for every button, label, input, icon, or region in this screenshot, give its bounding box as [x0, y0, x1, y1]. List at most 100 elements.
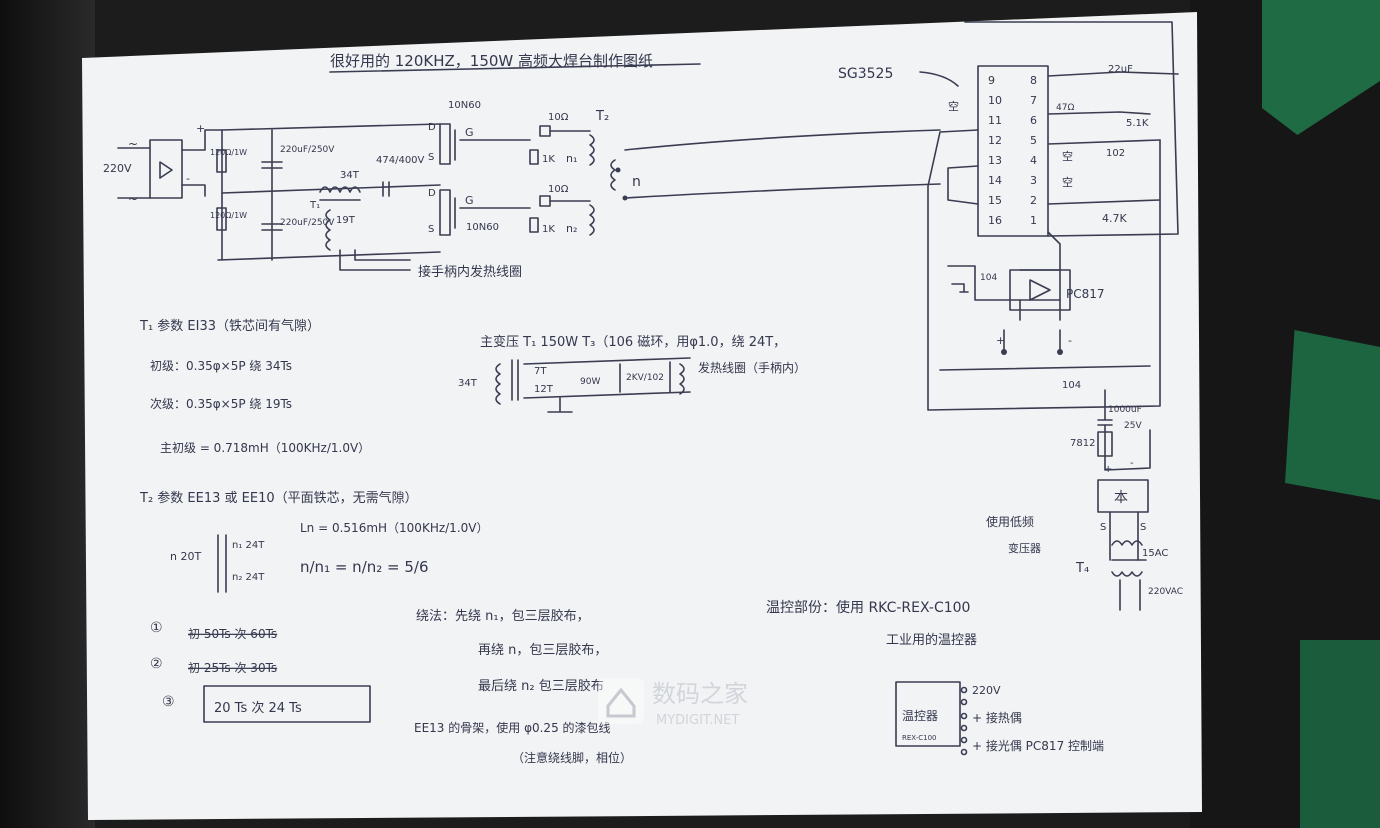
t2-n2-label: n₂ — [566, 222, 577, 235]
sg3525-pin-8: 8 — [1030, 74, 1037, 87]
chip-arrow — [919, 71, 959, 87]
gate-resistor-bottom: 10Ω — [548, 184, 569, 195]
mosfet-top-s: S — [428, 152, 434, 163]
t4-15ac: 15AC — [1142, 548, 1168, 559]
temp-controller-model: REX-C100 — [902, 734, 937, 742]
mosfet-bottom-s: S — [428, 224, 434, 235]
t2-label: T₂ — [595, 109, 609, 124]
temp-controller-box — [895, 681, 961, 747]
t4-note-1: 使用低频 — [986, 514, 1034, 529]
cap-104-a: 104 — [980, 273, 997, 283]
winding-line-3: 最后绕 n₂ 包三层胶布 — [478, 678, 604, 694]
main-t-7t: 7T — [534, 366, 547, 377]
cap-220uf-top: 220uF/250V — [280, 145, 335, 155]
watermark-cn: 数码之家 — [652, 680, 748, 708]
option-1-text: 初 50Ts 次 60Ts — [188, 627, 277, 641]
option-2-number: ② — [150, 656, 163, 672]
t2-spec-heading: T₂ 参数 EE13 或 EE10（平面铁芯，无需气隙） — [139, 490, 418, 506]
sg3525-pin-11: 11 — [988, 114, 1002, 127]
temp-controller-box-label: 温控器 — [902, 709, 938, 723]
option-3-box — [203, 685, 371, 723]
t2-ratio: n/n₁ = n/n₂ = 5/6 — [300, 558, 429, 576]
t1-spec-secondary: 次级：0.35φ×5P 绕 19Ts — [150, 397, 292, 411]
res-47: 47Ω — [1056, 103, 1074, 113]
power-stage-wiring — [216, 123, 941, 271]
opto-minus: - — [1068, 334, 1072, 347]
t4-note-2: 变压器 — [1008, 541, 1041, 555]
watermark-logo-icon — [598, 678, 644, 724]
optocoupler-label: PC817 — [1066, 287, 1105, 301]
main-t-cap: 2KV/102 — [626, 373, 664, 383]
option-3-text: 20 Ts 次 24 Ts — [214, 700, 302, 716]
t2-core-lines — [217, 534, 227, 593]
sg3525-pin-7: 7 — [1030, 94, 1037, 107]
cap-104-b: 104 — [1062, 380, 1081, 391]
sg3525-pin-2: 2 — [1030, 194, 1037, 207]
chip-label: SG3525 — [838, 66, 893, 82]
res-5k1: 5.1K — [1126, 118, 1149, 129]
option-2-text: 初 25Ts 次 30Ts — [188, 661, 277, 675]
opto-plus: + — [996, 334, 1005, 347]
temp-controller-pins — [960, 686, 968, 756]
t2-n-label: n — [632, 174, 641, 190]
bridge-s-right: S — [1140, 522, 1146, 533]
mosfet-top-d: D — [428, 122, 436, 133]
option-1-number: ① — [150, 620, 163, 636]
t1-turns-34: 34T — [340, 170, 360, 181]
bridge-rectifier-2: 本 — [1114, 490, 1128, 506]
main-t-90w: 90W — [580, 377, 600, 387]
sg3525-pin-14: 14 — [988, 174, 1002, 187]
dark-background-left — [0, 0, 95, 828]
ac-symbol-bottom: ~ — [128, 192, 138, 206]
t1-spec-primary: 初级：0.35φ×5P 绕 34Ts — [150, 359, 292, 373]
sg3525-pin-12: 12 — [988, 134, 1002, 147]
input-voltage: 220V — [103, 162, 132, 175]
cap-1000uf-voltage: 25V — [1124, 421, 1142, 431]
t2-n-turns: n 20T — [170, 550, 201, 563]
ac-symbol-top: ~ — [128, 137, 138, 151]
t1-spec-inductance: 主初级 = 0.718mH（100KHz/1.0V） — [160, 441, 370, 455]
temp-pin-thermocouple: + 接热偶 — [972, 710, 1022, 725]
winding-line-5: （注意绕线脚，相位） — [512, 750, 632, 765]
option-3-number: ③ — [162, 694, 175, 710]
sg3525-pin-13: 13 — [988, 154, 1002, 167]
t1-label: T₁ — [309, 200, 320, 211]
cap-220uf-bottom: 220uF/250V — [280, 218, 335, 228]
title-text: 很好用的 120KHZ，150W 高频大焊台制作图纸 — [330, 52, 653, 70]
rectifier-minus: - — [186, 172, 190, 185]
t1-secondary-note: 接手柄内发热线圈 — [418, 264, 522, 280]
main-t-12t: 12T — [534, 384, 554, 395]
temp-control-line-1: 温控部份：使用 RKC-REX-C100 — [766, 599, 970, 616]
mosfet-top-model: 10N60 — [448, 100, 481, 111]
resistor-120-top: 120Ω/1W — [210, 148, 247, 157]
mosfet-top-g: G — [465, 126, 474, 139]
sg3525-pin-1: 1 — [1030, 214, 1037, 227]
cap-22uf: 22uF — [1108, 64, 1133, 75]
main-t-coil-note: 发热线圈（手柄内） — [698, 360, 806, 375]
cap-474: 474/400V — [376, 155, 425, 166]
t2-spec-inductance: Ln = 0.516mH（100KHz/1.0V） — [300, 521, 488, 535]
title-underline — [329, 63, 701, 73]
reg-plus: + — [1104, 464, 1112, 475]
res-4k7: 4.7K — [1102, 212, 1127, 225]
main-transformer-drawing — [495, 357, 691, 413]
reg-minus: - — [1130, 458, 1134, 469]
watermark-en: MYDIGIT.NET — [656, 713, 739, 728]
mosfet-bottom-model: 10N60 — [466, 222, 499, 233]
resistor-120-bottom: 120Ω/1W — [210, 211, 247, 220]
t2-n1-label: n₁ — [566, 152, 577, 165]
rectifier-plus: + — [196, 122, 205, 135]
sg3525-wiring — [927, 21, 1179, 611]
sg3525-pin-10: 10 — [988, 94, 1002, 107]
t4-label: T₄ — [1075, 561, 1089, 576]
main-t-34t: 34T — [458, 378, 478, 389]
watermark: 数码之家 MYDIGIT.NET — [598, 678, 748, 728]
t2-n1-turns: n₁ 24T — [232, 540, 265, 551]
t1-turns-19: 19T — [336, 215, 356, 226]
sg3525-pin-5: 5 — [1030, 134, 1037, 147]
green-object — [1285, 330, 1380, 500]
